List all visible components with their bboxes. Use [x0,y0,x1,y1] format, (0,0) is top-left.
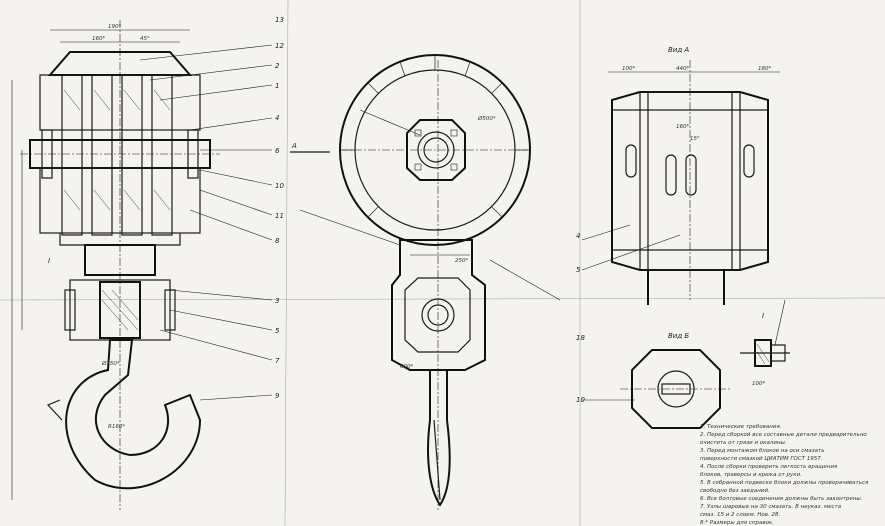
view-a-total-dim: 440* [676,66,689,72]
callout-13: 13 [275,16,284,24]
callout-4: 4 [275,114,279,122]
callout-3: 3 [275,297,279,305]
right-callouts: 4 5 10 18 [576,232,585,404]
view-b-title: Вид Б [668,332,689,340]
callout-6: 6 [275,147,280,155]
note-line-8: 5. В собранной подвеске блоки должны про… [700,480,869,486]
note-line-4: 3. Перед монтажом блоков на оси смазать [700,448,825,454]
pulley-diameter-dim: Ø500* [477,115,496,122]
view-a-title: Вид А [668,46,689,54]
block-width-dim: 250* [455,258,468,264]
ring-ticks [340,55,530,218]
top-side-dim: 45° [140,36,150,42]
view-b: Вид Б [582,332,730,429]
left-leader-lines [139,44,273,401]
top-width-dim: 190* [108,24,121,30]
hook-radius-dim: R160* [108,424,125,430]
detail-dim: 100* [752,381,765,387]
side-view: А 2 [290,54,561,510]
note-line-6: 4. После сборки проверить легкость враще… [700,464,838,470]
note-line-13: 8.* Размеры для справок. [700,520,774,526]
note-line-2: 2. Перед сборкой все составные детали пр… [700,432,867,438]
callout-view-a-5: 5 [576,266,581,274]
view-a-inner-dim: 160* [676,124,689,130]
callout-9: 9 [275,392,280,400]
top-inner-dim: 160* [92,36,105,42]
note-line-9: свободно без заеданий. [700,488,770,494]
note-line-12: смаз. 15 и 2 слоем. Нов. 28. [700,512,780,518]
callout-numbers: 13 12 2 1 4 6 10 11 8 3 5 7 9 [275,16,284,400]
note-line-3: очистить от грязи и окалины. [700,440,787,446]
view-a: Вид А 100* 440* 180* 160* 15° [581,46,780,305]
view-a-angle-dim: 15° [690,136,700,142]
note-line-5: поверхности смазкой ЦИАТИМ ГОСТ 1957. [700,456,823,462]
callout-view-a-18: 18 [576,334,585,342]
callout-view-a-4: 4 [576,232,580,240]
callout-10: 10 [275,182,284,190]
note-line-11: 7. Узлы шаровые на 30 смазать. В неуказ.… [700,504,842,510]
callout-view-b-10: 10 [576,396,585,404]
view-a-right-dim: 180* [758,66,771,72]
front-section-view: 190* 160* 45° R160* Ø150* I [11,20,220,510]
callout-8: 8 [275,237,280,245]
axle-diameter-dim: Ø150* [101,360,120,367]
technical-notes: 1. Технические требования. 2. Перед сбор… [700,424,869,526]
note-line-10: 6. Все болтовые соединения должны быть з… [700,496,863,502]
callout-7: 7 [275,357,280,365]
view-a-arrow-label: А [291,142,297,150]
view-a-left-dim: 100* [622,66,635,72]
detail-callout: I [48,257,50,265]
note-line-1: 1. Технические требования. [700,424,782,430]
detail-i-title: I [762,312,764,320]
sheave-group [61,74,173,236]
callout-11: 11 [275,212,284,220]
hook-outline [65,339,202,490]
hook-offset-dim: 600* [400,364,413,370]
callout-2: 2 [275,62,280,70]
note-line-7: блоков, траверсы и крюка от руки. [700,472,802,478]
callout-5: 5 [275,327,280,335]
callout-12: 12 [275,42,284,50]
detail-i: I 100* [740,299,790,387]
callout-1: 1 [275,82,279,90]
